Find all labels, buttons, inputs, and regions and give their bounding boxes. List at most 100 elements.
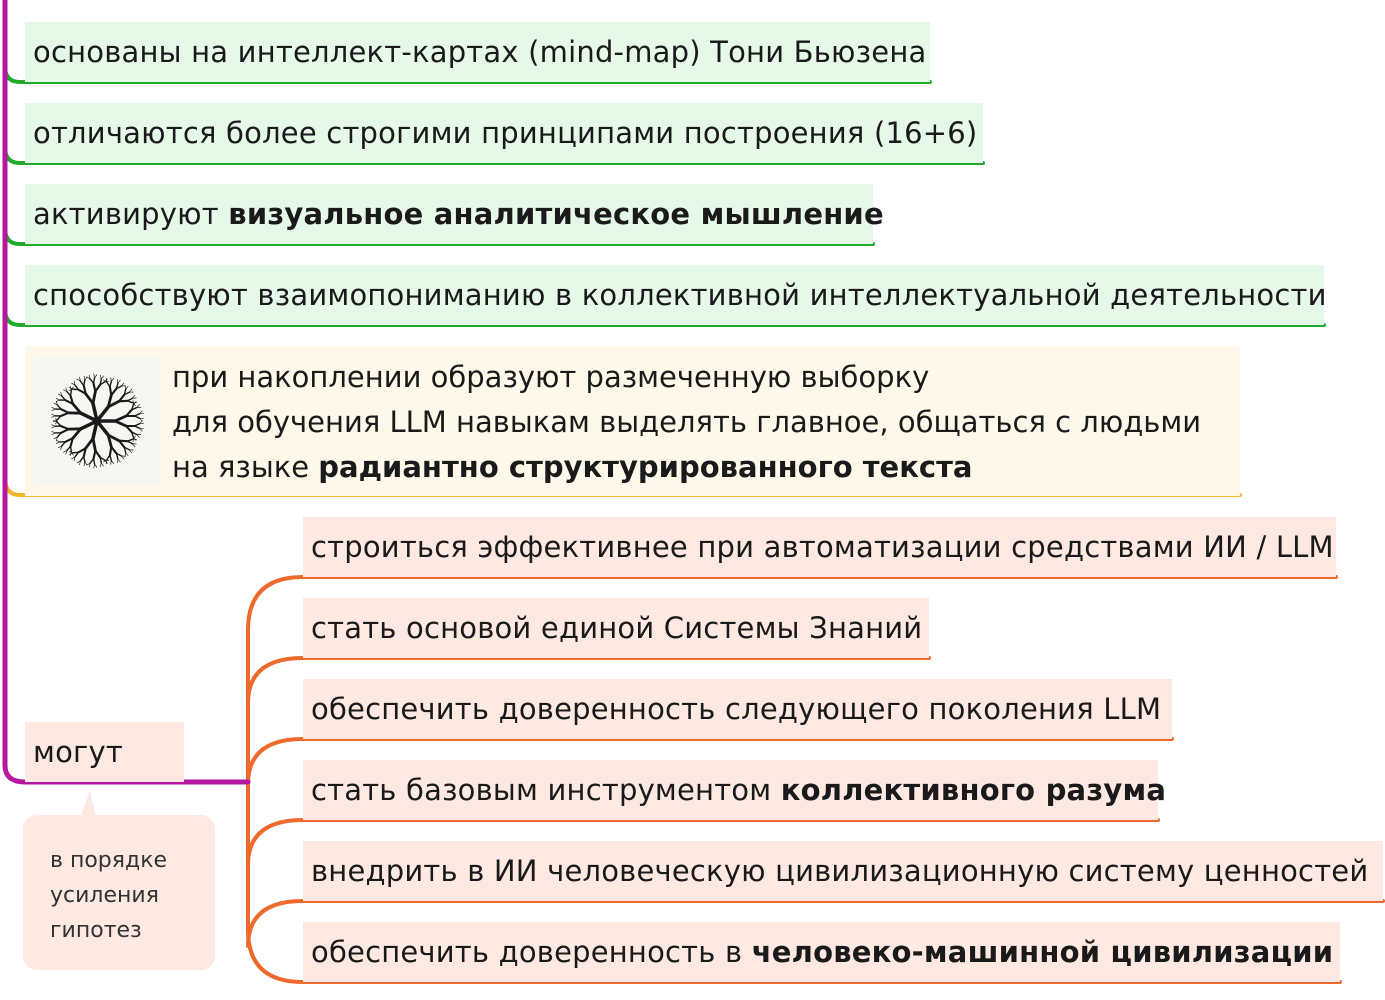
node-text-part-1: визуальное аналитическое мышление <box>228 196 884 231</box>
node-text-part-0: основаны на интеллект-картах (mind-map) … <box>33 34 927 69</box>
tree-branch <box>79 419 99 431</box>
tree-branch <box>92 457 96 465</box>
tree-branch <box>131 431 138 436</box>
node-stricter-principles[interactable]: отличаются более строгими принципами пос… <box>25 103 983 163</box>
tree-branch <box>128 449 133 454</box>
node-text-part-0: стать основой единой Системы Знаний <box>311 610 923 645</box>
node-text-part-0: обеспечить доверенность в <box>311 934 752 969</box>
node-text: стать основой единой Системы Знаний <box>311 610 923 645</box>
node-mogut[interactable]: могут <box>25 722 184 782</box>
orange-branch-curve <box>246 737 305 786</box>
callout-line-3: гипотез <box>50 918 142 943</box>
orange-branch-curve <box>246 656 305 705</box>
tree-branch <box>51 415 56 418</box>
dataset-line-part-0: для обучения LLM навыкам выделять главно… <box>172 405 1202 439</box>
node-trust-human-machine[interactable]: обеспечить доверенность в человеко-машин… <box>303 922 1340 982</box>
tree-branch <box>133 415 141 420</box>
tree-branch <box>83 375 86 381</box>
tree-branch <box>100 374 102 380</box>
tree-branch <box>59 424 70 431</box>
tree-branch <box>91 390 97 405</box>
tree-branch <box>132 436 136 440</box>
tree-branch <box>106 454 111 461</box>
node-based-on-mind-maps[interactable]: основаны на интеллект-картах (mind-map) … <box>25 22 930 82</box>
tree-branch <box>110 387 118 397</box>
dataset-line-3: на языке радиантно структурированного те… <box>172 445 1201 490</box>
tree-branch <box>83 455 86 463</box>
tree-branch <box>91 419 99 441</box>
tree-branch <box>88 462 91 468</box>
tree-branch <box>76 378 81 382</box>
tree-branch <box>65 387 68 392</box>
tree-branch <box>128 388 133 393</box>
tree-branch <box>92 377 96 385</box>
callout-line-1: в порядке <box>50 848 168 873</box>
tree-branch <box>105 378 108 383</box>
tree-branch <box>121 382 125 387</box>
tree-branch <box>92 449 97 460</box>
tree-branch <box>121 455 125 460</box>
orange-branch-curve <box>246 899 305 948</box>
node-text-part-0: отличаются более строгими принципами пос… <box>33 115 978 150</box>
tree-branch <box>84 437 95 450</box>
tree-branch <box>115 385 123 390</box>
node-mutual-understanding[interactable]: способствуют взаимопониманию в коллектив… <box>25 265 1327 325</box>
tree-branch <box>126 438 134 442</box>
tree-branch <box>89 378 95 385</box>
node-build-efficiently[interactable]: строиться эффективнее при автоматизации … <box>303 517 1336 577</box>
tree-branch <box>89 457 95 464</box>
node-activate-visual-thinking[interactable]: активируют визуальное аналитическое мышл… <box>25 184 884 244</box>
node-human-values-in-ai[interactable]: внедрить в ИИ человеческую цивилизационн… <box>303 841 1383 901</box>
purple-spine <box>2 0 251 785</box>
tree-branch <box>103 379 108 383</box>
tree-branch <box>64 437 74 443</box>
node-text-part-0: способствуют взаимопониманию в коллектив… <box>33 277 1327 312</box>
tree-branch <box>110 460 115 464</box>
tree-branch <box>55 398 61 401</box>
radial-tree-icon <box>33 357 161 485</box>
dataset-line-part-0: при накоплении образуют размеченную выбо… <box>172 360 930 394</box>
tree-branch <box>132 394 136 399</box>
tree-branch <box>83 379 86 387</box>
tree-branch <box>117 458 121 463</box>
tree-branch <box>55 399 61 402</box>
node-text-part-0: стать базовым инструментом <box>311 772 781 807</box>
tree-branch <box>115 452 123 457</box>
tree-branch <box>104 459 108 464</box>
node-collective-mind-tool[interactable]: стать базовым инструментом коллективного… <box>303 760 1166 820</box>
tree-branch <box>79 411 99 423</box>
tree-branch <box>55 441 61 444</box>
tree-branch <box>65 450 68 455</box>
tree-branch <box>110 460 112 465</box>
node-labeled-dataset[interactable] <box>25 346 1240 496</box>
tree-branch <box>113 419 128 428</box>
tree-branch <box>53 419 58 422</box>
tree-branch <box>126 397 134 402</box>
tree-branch <box>57 393 63 397</box>
tree-branch <box>109 454 113 462</box>
tree-branch <box>51 407 56 410</box>
tree-branch <box>139 427 143 432</box>
tree-branch <box>106 433 121 443</box>
node-text: способствуют взаимопониманию в коллектив… <box>33 277 1327 312</box>
tree-branch <box>70 451 74 456</box>
tree-branch <box>84 461 88 466</box>
labeled-dataset-text: при накоплении образуют размеченную выбо… <box>172 355 1201 490</box>
tree-branch <box>69 386 74 390</box>
tree-branch <box>113 414 128 423</box>
tree-branch <box>93 463 95 469</box>
node-basis-knowledge-system[interactable]: стать основой единой Системы Знаний <box>303 598 929 658</box>
tree-branch <box>79 376 81 382</box>
mogut-label: могут <box>33 734 123 769</box>
tree-branch <box>91 437 97 452</box>
tree-branch <box>56 404 62 410</box>
node-text: основаны на интеллект-картах (mind-map) … <box>33 34 927 69</box>
tree-branch <box>61 395 67 401</box>
tree-branch <box>51 431 56 434</box>
node-trust-next-llm[interactable]: обеспечить доверенность следующего покол… <box>303 679 1172 739</box>
tree-branch <box>71 427 83 440</box>
tree-branch <box>131 431 135 439</box>
tree-branch <box>60 391 63 397</box>
tree-branch <box>61 441 67 447</box>
tree-branch <box>136 404 140 408</box>
